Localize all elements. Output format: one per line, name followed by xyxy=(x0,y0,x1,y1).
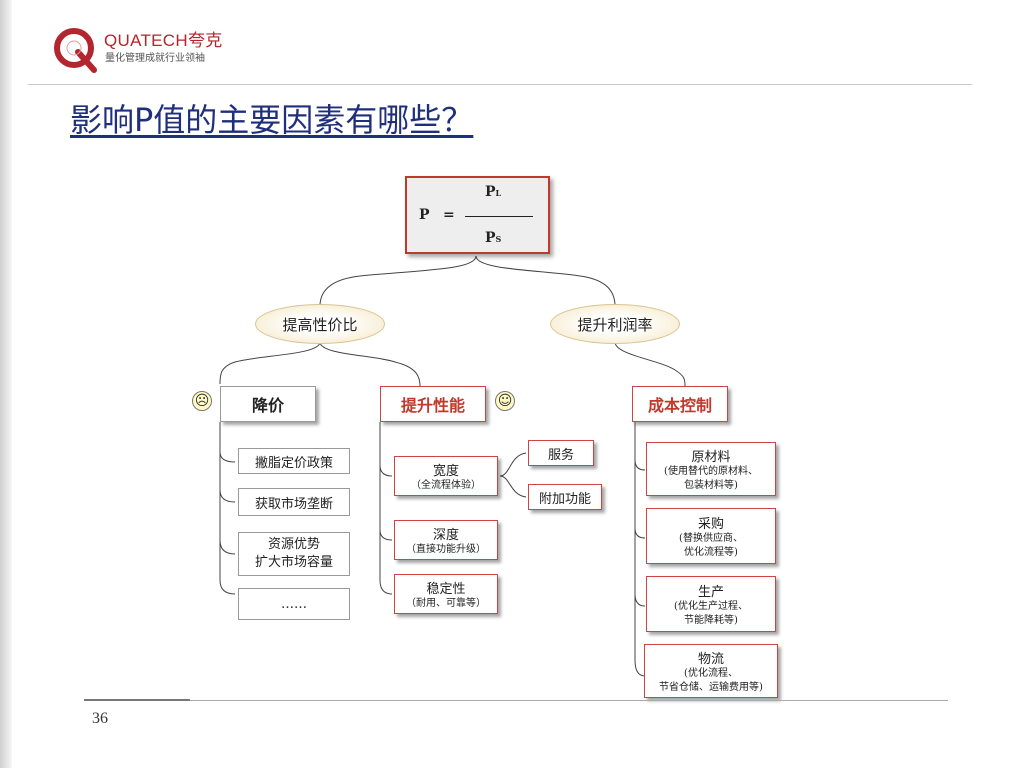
connector-lines xyxy=(219,255,686,677)
formula-denominator: PS xyxy=(485,230,502,246)
cost-production-title: 生产 xyxy=(697,584,724,600)
formula-fraction-bar xyxy=(465,216,533,217)
price-item-resource-advantage: 资源优势 扩大市场容量 xyxy=(238,532,350,576)
smile-face-icon: ☺ xyxy=(495,391,515,411)
perf-stability-title: 稳定性 xyxy=(426,581,466,597)
price-item-resource-line1: 资源优势 xyxy=(267,537,320,552)
cost-raw-material-line2: 包装材料等) xyxy=(684,479,738,491)
quatech-logo-icon xyxy=(54,28,97,73)
perf-depth-box: 深度 （直接功能升级） xyxy=(394,520,498,560)
cost-logistics-line1: (优化流程、 xyxy=(684,667,738,679)
cost-production-line1: (优化生产过程、 xyxy=(674,600,748,612)
brand-slogan: 量化管理成就行业领袖 xyxy=(105,53,205,64)
price-item-more: …… xyxy=(238,588,350,620)
page-number: 36 xyxy=(92,710,108,727)
cost-raw-material-box: 原材料 (使用替代的原材料、 包装材料等) xyxy=(646,442,776,496)
perf-service-box: 服务 xyxy=(528,440,594,466)
price-item-skimming: 撇脂定价政策 xyxy=(238,448,350,474)
perf-addon-box: 附加功能 xyxy=(528,484,602,510)
perf-stability-box: 稳定性 （耐用、可靠等） xyxy=(394,574,498,614)
cost-production-line2: 节能降耗等) xyxy=(684,614,738,626)
cost-purchasing-line1: (替换供应商、 xyxy=(679,532,743,544)
cost-logistics-line2: 节省仓储、运输费用等) xyxy=(659,681,763,693)
cost-purchasing-box: 采购 (替换供应商、 优化流程等) xyxy=(646,508,776,564)
p-value-factor-diagram: P = PL PS 提高性价比 提升利润率 ☹ 降价 提升性能 ☺ 成本控制 撇… xyxy=(180,170,790,700)
cost-purchasing-title: 采购 xyxy=(697,516,724,532)
improve-performance-box: 提升性能 xyxy=(380,386,486,422)
sad-face-icon: ☹ xyxy=(192,391,212,411)
perf-stability-note: （耐用、可靠等） xyxy=(406,597,486,609)
footer-divider xyxy=(84,700,948,701)
branch-improve-margin: 提升利润率 xyxy=(550,304,680,344)
branch-improve-value: 提高性价比 xyxy=(255,304,385,344)
brand-logo: QUATECH夸克 量化管理成就行业领袖 xyxy=(52,26,252,74)
header-divider xyxy=(28,84,972,85)
brand-name: QUATECH夸克 xyxy=(104,31,223,50)
cost-purchasing-line2: 优化流程等) xyxy=(684,546,738,558)
perf-depth-title: 深度 xyxy=(432,527,459,543)
cost-logistics-box: 物流 (优化流程、 节省仓储、运输费用等) xyxy=(644,644,778,698)
price-item-monopoly: 获取市场垄断 xyxy=(238,488,350,516)
perf-breadth-note: （全流程体验） xyxy=(411,479,481,491)
footer-divider-accent xyxy=(84,699,190,701)
slide-edge-strip xyxy=(0,0,12,768)
price-item-resource-line2: 扩大市场容量 xyxy=(254,555,333,570)
cost-production-box: 生产 (优化生产过程、 节能降耗等) xyxy=(646,576,776,632)
price-cut-box: 降价 xyxy=(220,386,316,422)
perf-depth-note: （直接功能升级） xyxy=(406,543,486,555)
p-formula-box: P = PL PS xyxy=(405,176,550,254)
cost-raw-material-title: 原材料 xyxy=(691,449,731,465)
cost-logistics-title: 物流 xyxy=(697,651,724,667)
formula-numerator: PL xyxy=(485,184,502,200)
formula-equals: = xyxy=(443,207,455,223)
perf-breadth-title: 宽度 xyxy=(432,463,459,479)
cost-control-box: 成本控制 xyxy=(632,386,728,422)
formula-lhs: P xyxy=(419,207,430,223)
cost-raw-material-line1: (使用替代的原材料、 xyxy=(664,465,758,477)
perf-breadth-box: 宽度 （全流程体验） xyxy=(394,456,498,496)
slide-title: 影响P值的主要因素有哪些？ xyxy=(70,101,474,139)
